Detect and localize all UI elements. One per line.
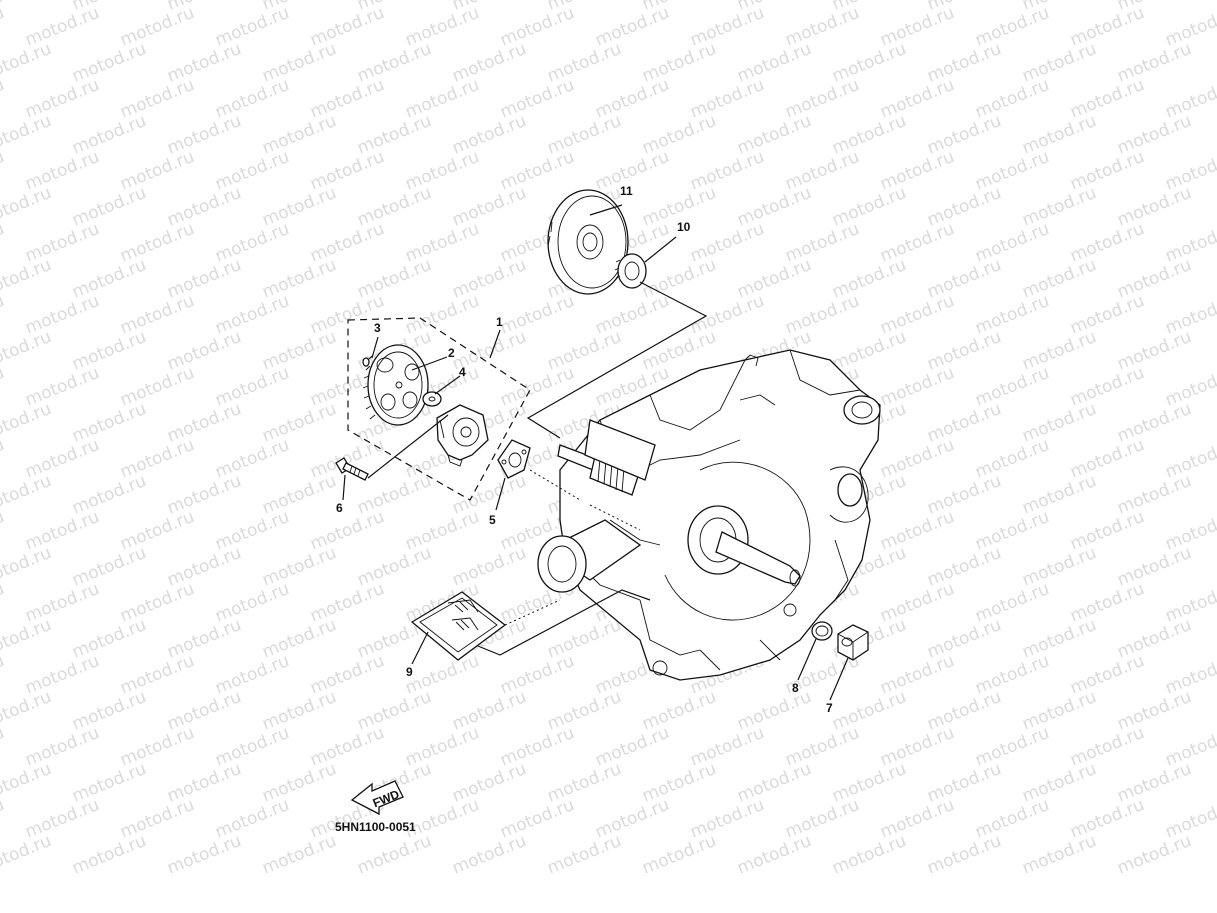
- watermark-text: motod.ru: [0, 39, 54, 87]
- callout-1: 1: [496, 315, 503, 329]
- watermark-text: motod.ru: [164, 831, 244, 879]
- watermark-text: motod.ru: [259, 831, 339, 879]
- bolt-drawing: [335, 457, 369, 481]
- watermark-text: motod.ru: [0, 507, 7, 555]
- watermark-text: motod.ru: [0, 831, 54, 879]
- callout-8: 8: [792, 681, 799, 695]
- watermark-text: motod.ru: [829, 831, 909, 879]
- watermark-text: motod.ru: [0, 3, 7, 51]
- watermark-text: motod.ru: [0, 75, 7, 123]
- watermark-text: motod.ru: [1019, 831, 1099, 879]
- watermark-text: motod.ru: [544, 831, 624, 879]
- drain-plug-drawing: [837, 624, 869, 661]
- leader-lines: [342, 204, 849, 701]
- watermark-text: motod.ru: [0, 759, 54, 807]
- watermark-text: motod.ru: [1162, 363, 1217, 411]
- watermark-text: motod.ru: [0, 723, 7, 771]
- callout-2: 2: [448, 346, 455, 360]
- watermark-text: motod.ru: [0, 615, 54, 663]
- watermark-text: motod.ru: [0, 363, 7, 411]
- watermark-text: motod.ru: [0, 651, 7, 699]
- watermark-text: motod.ru: [1162, 507, 1217, 555]
- drain-washer-drawing: [811, 621, 833, 641]
- watermark-text: motod.ru: [0, 795, 7, 843]
- watermark-text: motod.ru: [0, 435, 7, 483]
- drawing-code: 5HN1100-0051: [335, 820, 416, 834]
- watermark-text: motod.ru: [0, 291, 7, 339]
- watermark-text: motod.ru: [0, 399, 54, 447]
- callout-labels: 11 10 3 1 2 4 6 5 9 8 7: [336, 184, 833, 715]
- gasket-drawing: [497, 439, 531, 479]
- watermark-text: motod.ru: [354, 831, 434, 879]
- watermark-text: motod.ru: [1162, 435, 1217, 483]
- watermark-text: motod.ru: [639, 831, 719, 879]
- watermark-text: motod.ru: [0, 219, 7, 267]
- watermark-text: motod.ru: [1162, 219, 1217, 267]
- watermark-text: motod.ru: [0, 687, 54, 735]
- callout-3: 3: [374, 321, 381, 335]
- washer-drawing: [422, 391, 442, 407]
- watermark-text: motod.ru: [1162, 147, 1217, 195]
- watermark-text: motod.ru: [0, 579, 7, 627]
- watermark-text: motod.ru: [1162, 3, 1217, 51]
- crankcase-drawing: [537, 349, 881, 681]
- callout-4: 4: [459, 365, 466, 379]
- watermark-text: motod.ru: [1162, 579, 1217, 627]
- watermark-text: motod.ru: [0, 0, 54, 15]
- watermark-text: motod.ru: [734, 831, 814, 879]
- watermark-text: motod.ru: [1162, 723, 1217, 771]
- watermark-text: motod.ru: [0, 147, 7, 195]
- oil-seal-drawing: [614, 253, 647, 289]
- callout-5: 5: [489, 513, 496, 527]
- watermark-text: motod.ru: [1114, 831, 1194, 879]
- callout-7: 7: [826, 701, 833, 715]
- watermark-text: motod.ru: [0, 543, 54, 591]
- watermark-text: motod.ru: [0, 471, 54, 519]
- watermark-text: motod.ru: [1162, 795, 1217, 843]
- rotor-drawing: [547, 189, 629, 295]
- watermark-text: motod.ru: [69, 831, 149, 879]
- watermark-text: motod.ru: [0, 327, 54, 375]
- callout-6: 6: [336, 501, 343, 515]
- watermark-text: motod.ru: [0, 183, 54, 231]
- callout-10: 10: [677, 220, 691, 234]
- callout-9: 9: [406, 665, 413, 679]
- watermark-text: motod.ru: [0, 111, 54, 159]
- circlip-drawing: [362, 357, 370, 367]
- oil-pump-assembly-drawing: [335, 317, 531, 501]
- watermark-text: motod.ru: [449, 831, 529, 879]
- watermark-text: motod.ru: [1162, 291, 1217, 339]
- watermark-text: motod.ru: [0, 255, 54, 303]
- oil-pump-body-drawing: [436, 404, 489, 467]
- callout-11: 11: [620, 184, 633, 198]
- watermark-text: motod.ru: [1162, 651, 1217, 699]
- watermark-text: motod.ru: [924, 831, 1004, 879]
- watermark-text: motod.ru: [1162, 75, 1217, 123]
- oil-pump-gear-drawing: [362, 344, 429, 426]
